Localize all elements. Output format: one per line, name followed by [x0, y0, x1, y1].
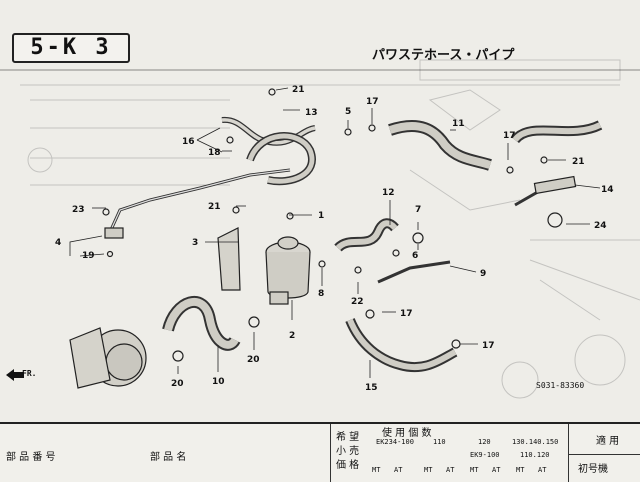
pipe-9: [377, 260, 451, 284]
callout-21-a: 21: [292, 85, 305, 95]
figure-reference: S031-83360: [536, 381, 585, 390]
page-title: パワステホース・パイプ: [372, 48, 515, 63]
trans-5: MT: [470, 466, 479, 474]
callout-11: 11: [452, 119, 465, 129]
callout-7: 7: [415, 205, 421, 215]
model-ek234: EK234-100: [376, 438, 414, 446]
callout-19: 19: [82, 251, 95, 261]
callout-2: 2: [289, 331, 295, 341]
callout-21-c: 21: [572, 157, 585, 167]
callout-5: 5: [345, 107, 351, 117]
trans-3: MT: [424, 466, 433, 474]
callout-6: 6: [412, 251, 418, 261]
column-120: 120: [478, 438, 491, 446]
trans-4: AT: [446, 466, 455, 474]
callout-23: 23: [72, 205, 85, 215]
callout-20-b: 20: [247, 355, 260, 365]
callout-10: 10: [212, 377, 225, 387]
part-name-header: 部 品 名: [150, 452, 187, 463]
callout-17-b: 17: [503, 131, 516, 141]
callout-24: 24: [594, 221, 607, 231]
callout-8: 8: [318, 289, 324, 299]
desire-label: 希 望: [336, 432, 360, 443]
callout-17-c: 17: [400, 309, 413, 319]
callout-18: 18: [208, 148, 221, 158]
callout-3: 3: [192, 238, 198, 248]
callout-13: 13: [305, 108, 318, 118]
usage-header: 使 用 個 数: [382, 428, 432, 439]
table-divider: [330, 424, 331, 482]
first-model-label: 初号機: [578, 464, 608, 475]
column-130-140-150: 130.140.150: [512, 438, 559, 446]
front-label: FR.: [22, 369, 37, 378]
callout-4: 4: [55, 238, 61, 248]
callout-16: 16: [182, 137, 195, 147]
column-110-120: 110.120: [520, 451, 550, 459]
trans-2: AT: [394, 466, 403, 474]
section-code: 5-K 3: [30, 35, 112, 60]
trans-6: AT: [492, 466, 501, 474]
trans-7: MT: [516, 466, 525, 474]
callout-22: 22: [351, 297, 364, 307]
callout-21-b: 21: [208, 202, 221, 212]
table-divider: [568, 454, 640, 455]
trans-8: AT: [538, 466, 547, 474]
pipe-4: [108, 168, 291, 233]
parts-table-header: 部 品 番 号 部 品 名 希 望 小 売 価 格 使 用 個 数 EK234-…: [0, 422, 640, 482]
front-arrow-icon: [6, 369, 24, 381]
callout-15: 15: [365, 383, 378, 393]
background-ghost-drawing: [20, 59, 640, 399]
exploded-diagram: 1 2 3 4 5 6 7 8 9 10 11 12 13 14 15 16 1…: [0, 69, 640, 393]
callout-20-a: 20: [171, 379, 184, 389]
price-label: 価 格: [336, 460, 360, 471]
table-divider: [568, 424, 569, 482]
callout-17-d: 17: [482, 341, 495, 351]
callout-12: 12: [382, 188, 395, 198]
retail-label: 小 売: [336, 446, 360, 457]
column-110: 110: [433, 438, 446, 446]
callout-14: 14: [601, 185, 614, 195]
section-code-box: 5-K 3: [12, 33, 130, 63]
callout-1: 1: [318, 211, 324, 221]
bracket-3: [217, 227, 241, 291]
trans-1: MT: [372, 466, 381, 474]
callout-9: 9: [480, 269, 486, 279]
model-ek9: EK9-100: [470, 451, 500, 459]
part-number-header: 部 品 番 号: [6, 452, 56, 463]
callout-17-a: 17: [366, 97, 379, 107]
applicable-header: 適 用: [596, 436, 620, 447]
